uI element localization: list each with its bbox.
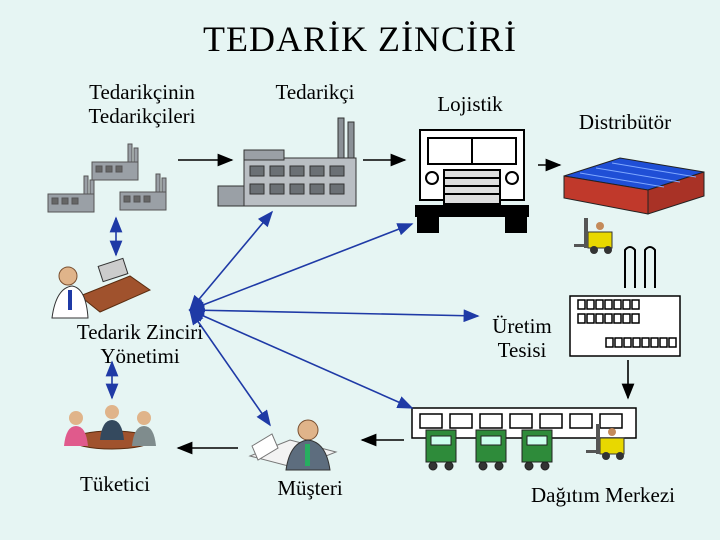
factory-icon [47, 143, 167, 213]
control-panel-icon [569, 295, 681, 357]
factory-icon [217, 117, 357, 207]
forklift-icon [574, 218, 613, 254]
warehouse-icon [563, 157, 705, 215]
manager-icon [51, 257, 152, 319]
label-distributor: Distribütör [578, 110, 672, 134]
meeting-icon [64, 405, 156, 450]
truck-front-icon [415, 129, 529, 233]
label-tier2-suppliers: Tedarikçinin Tedarikçileri [88, 80, 196, 128]
label-consumer: Tüketici [80, 472, 150, 496]
customer-icon [248, 419, 338, 471]
delivery-truck-icon [425, 429, 553, 471]
label-plant: Üretim Tesisi [492, 314, 552, 362]
flow-arrows [176, 153, 635, 455]
label-distribution-center: Dağıtım Merkezi [530, 483, 676, 507]
scm-links [105, 210, 480, 427]
label-customer: Müşteri [277, 476, 343, 500]
diagram-title: TEDARİK ZİNCİRİ [203, 19, 517, 59]
forklift-icon [586, 424, 625, 460]
chute-icon [624, 246, 656, 288]
label-logistics: Lojistik [437, 92, 503, 116]
label-supplier: Tedarikçi [275, 80, 355, 104]
